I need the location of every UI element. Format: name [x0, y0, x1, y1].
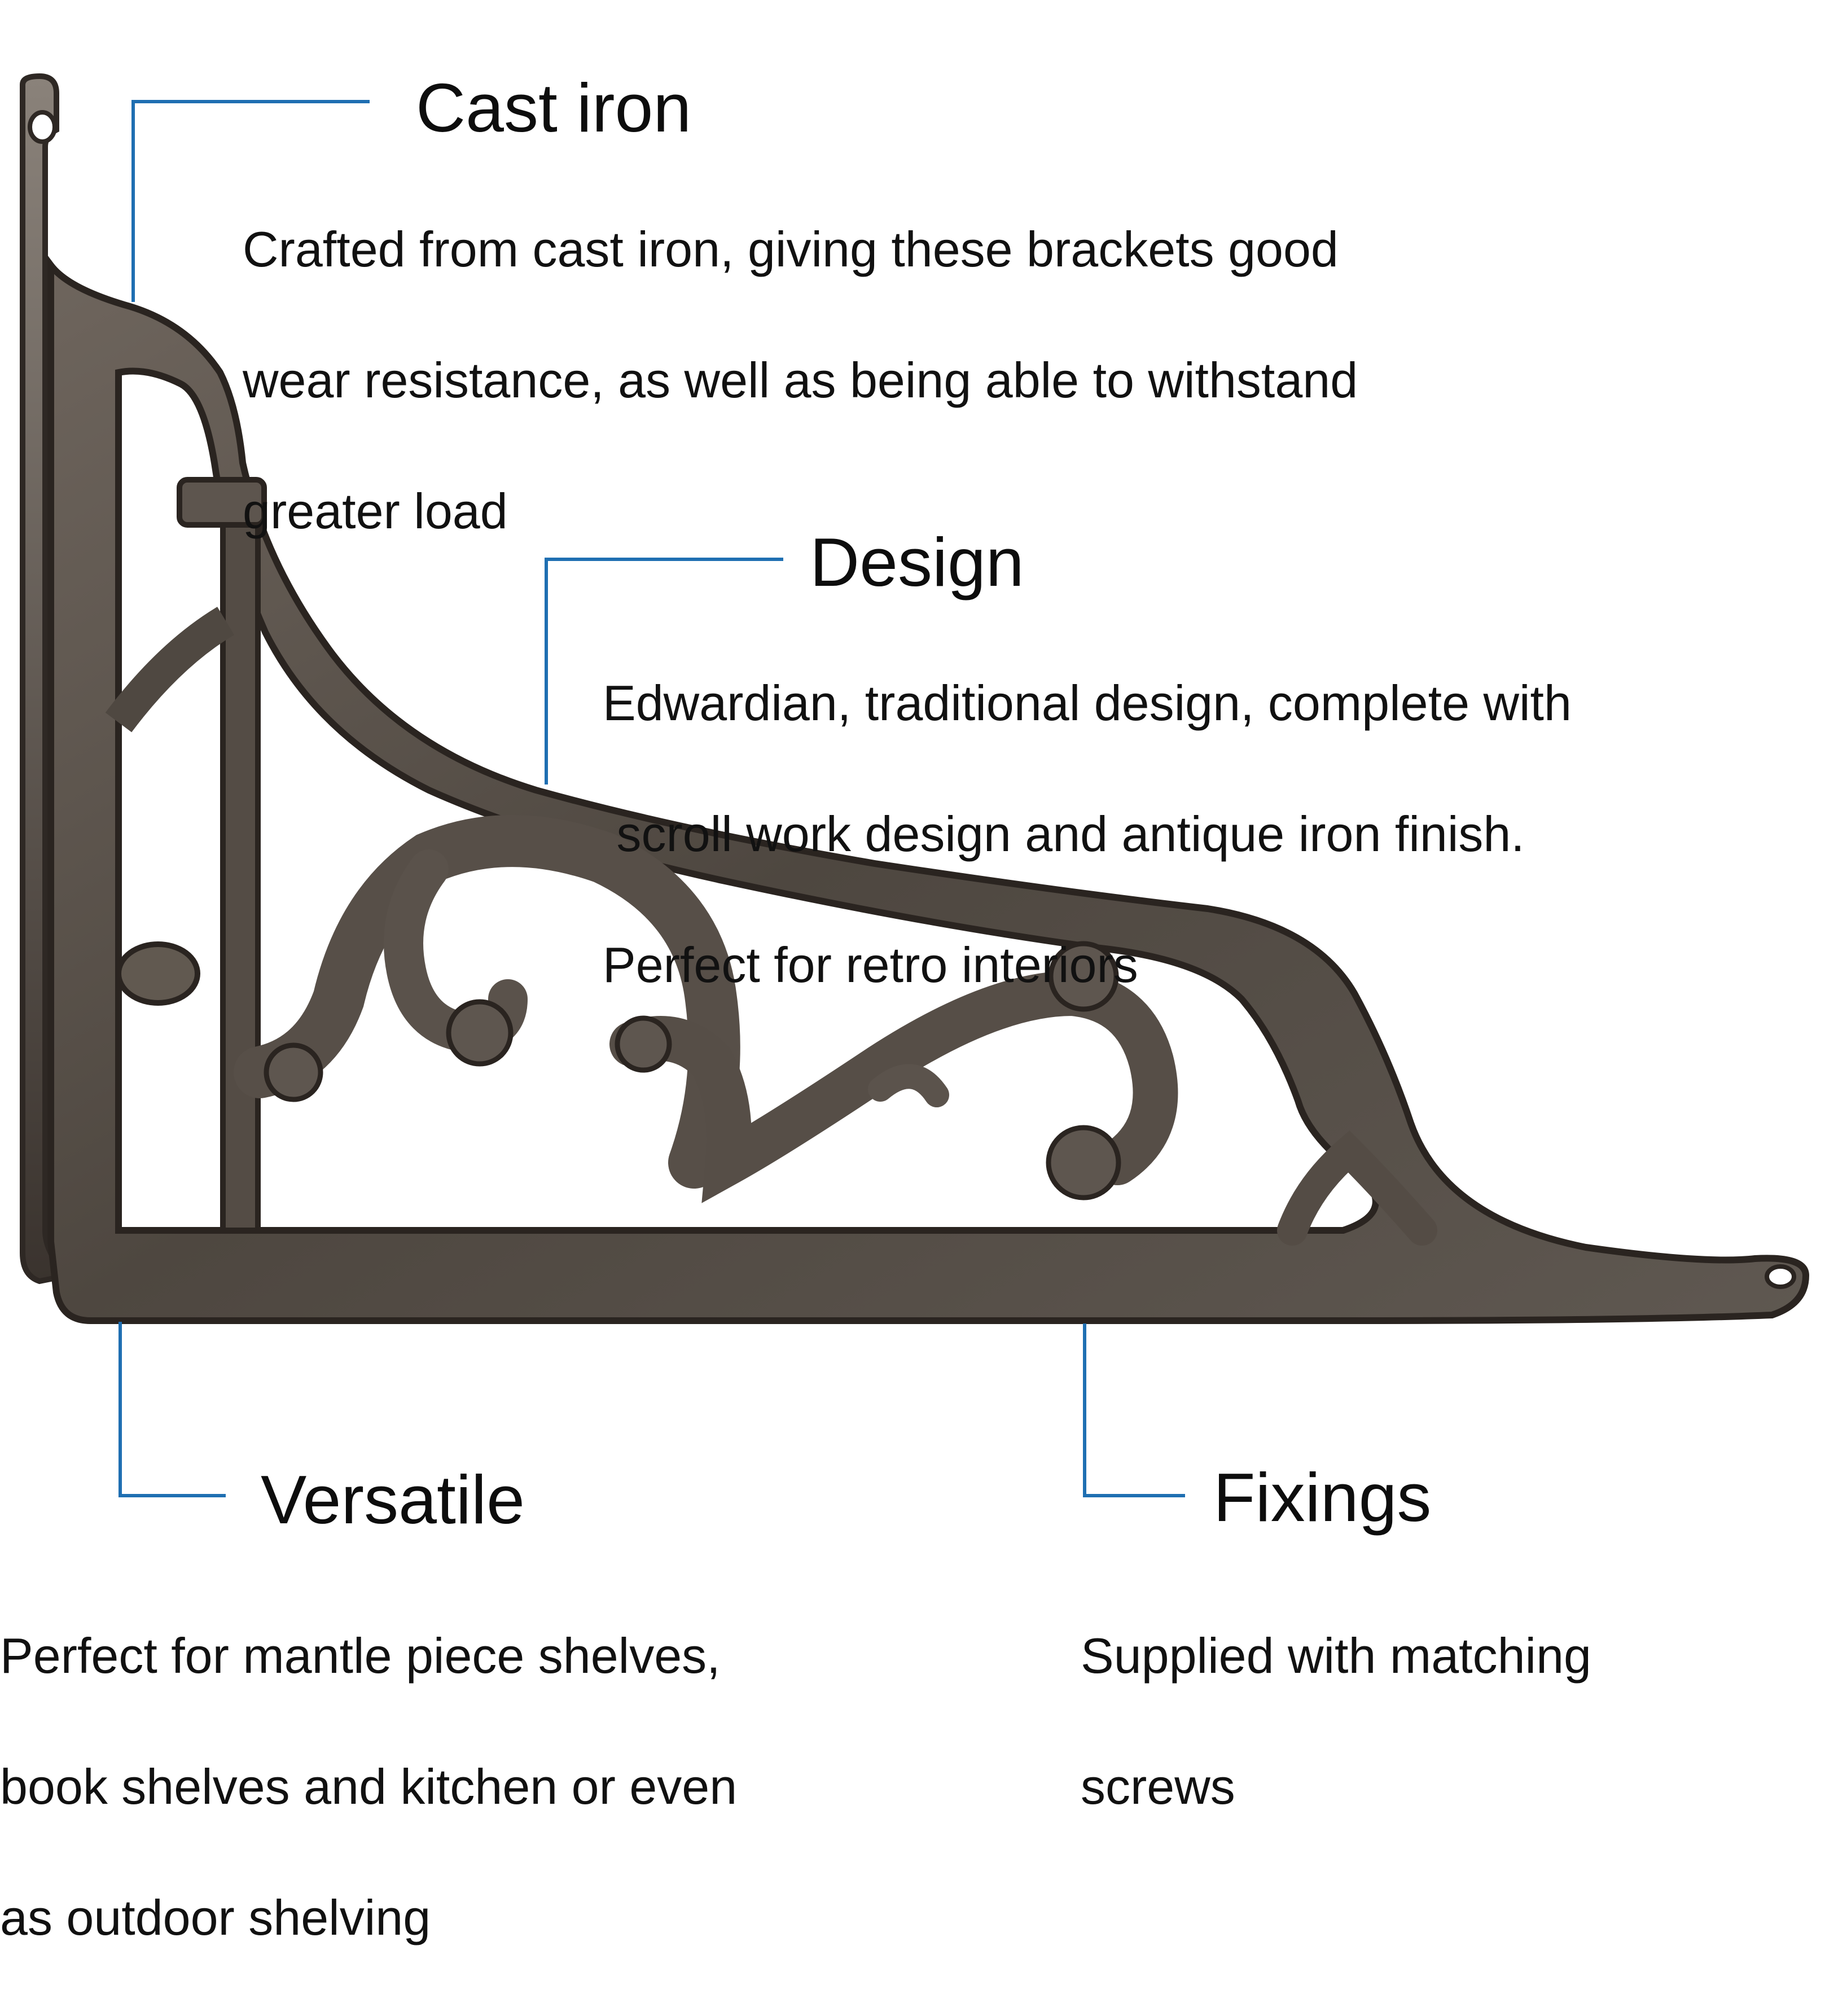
scroll-middle-top-knob	[1048, 941, 1119, 1012]
bottom-screw-hole	[1765, 1264, 1796, 1289]
left-knob	[116, 941, 200, 1006]
scroll-start-knob	[615, 1015, 672, 1073]
cast-iron-description: Crafted from cast iron, giving these bra…	[243, 151, 1358, 610]
fixings-description: Supplied with matching screws	[1081, 1558, 1591, 1885]
design-heading: Design	[810, 524, 1024, 601]
fixings-line-2: screws	[1081, 1759, 1235, 1815]
cast-iron-heading: Cast iron	[416, 69, 692, 146]
leader-lines	[119, 100, 1185, 1497]
versatile-description: Perfect for mantle piece shelves, book s…	[0, 1558, 737, 2016]
versatile-line-1: Perfect for mantle piece shelves,	[0, 1628, 721, 1684]
versatile-line-3: as outdoor shelving	[0, 1890, 431, 1945]
scroll-left-end	[264, 1042, 323, 1102]
cast-iron-line-3: greater load	[243, 483, 508, 539]
leader-line-versatile	[119, 1322, 226, 1497]
cast-iron-line-2: wear resistance, as well as being able t…	[243, 352, 1358, 408]
scroll-middle	[609, 970, 1178, 1203]
fixings-line-1: Supplied with matching	[1081, 1628, 1591, 1684]
top-screw-hole	[28, 110, 57, 144]
scroll-left-knob	[446, 999, 514, 1067]
versatile-line-2: book shelves and kitchen or even	[0, 1759, 738, 1815]
left-arch	[105, 607, 235, 733]
top-knuckle	[177, 477, 267, 528]
scroll-left	[234, 815, 740, 1189]
design-line-1: Edwardian, traditional design, complete …	[603, 675, 1572, 731]
versatile-heading: Versatile	[261, 1461, 525, 1538]
design-line-3: Perfect for retro interiors	[603, 937, 1138, 993]
scroll-middle-knob	[1046, 1125, 1121, 1200]
scroll-middle-leaf	[868, 1064, 949, 1107]
right-arch	[1277, 1130, 1437, 1246]
product-infographic: Cast iron Crafted from cast iron, giving…	[0, 69, 1810, 1945]
leader-line-design	[545, 558, 783, 785]
leader-line-cast-iron	[131, 100, 370, 302]
shelf-bracket-image	[20, 73, 1810, 1324]
leader-line-fixings	[1083, 1323, 1185, 1497]
design-line-2: scroll work design and antique iron fini…	[603, 806, 1525, 862]
cast-iron-line-1: Crafted from cast iron, giving these bra…	[243, 221, 1339, 277]
fixings-heading: Fixings	[1213, 1459, 1432, 1536]
design-description: Edwardian, traditional design, complete …	[603, 605, 1572, 1063]
